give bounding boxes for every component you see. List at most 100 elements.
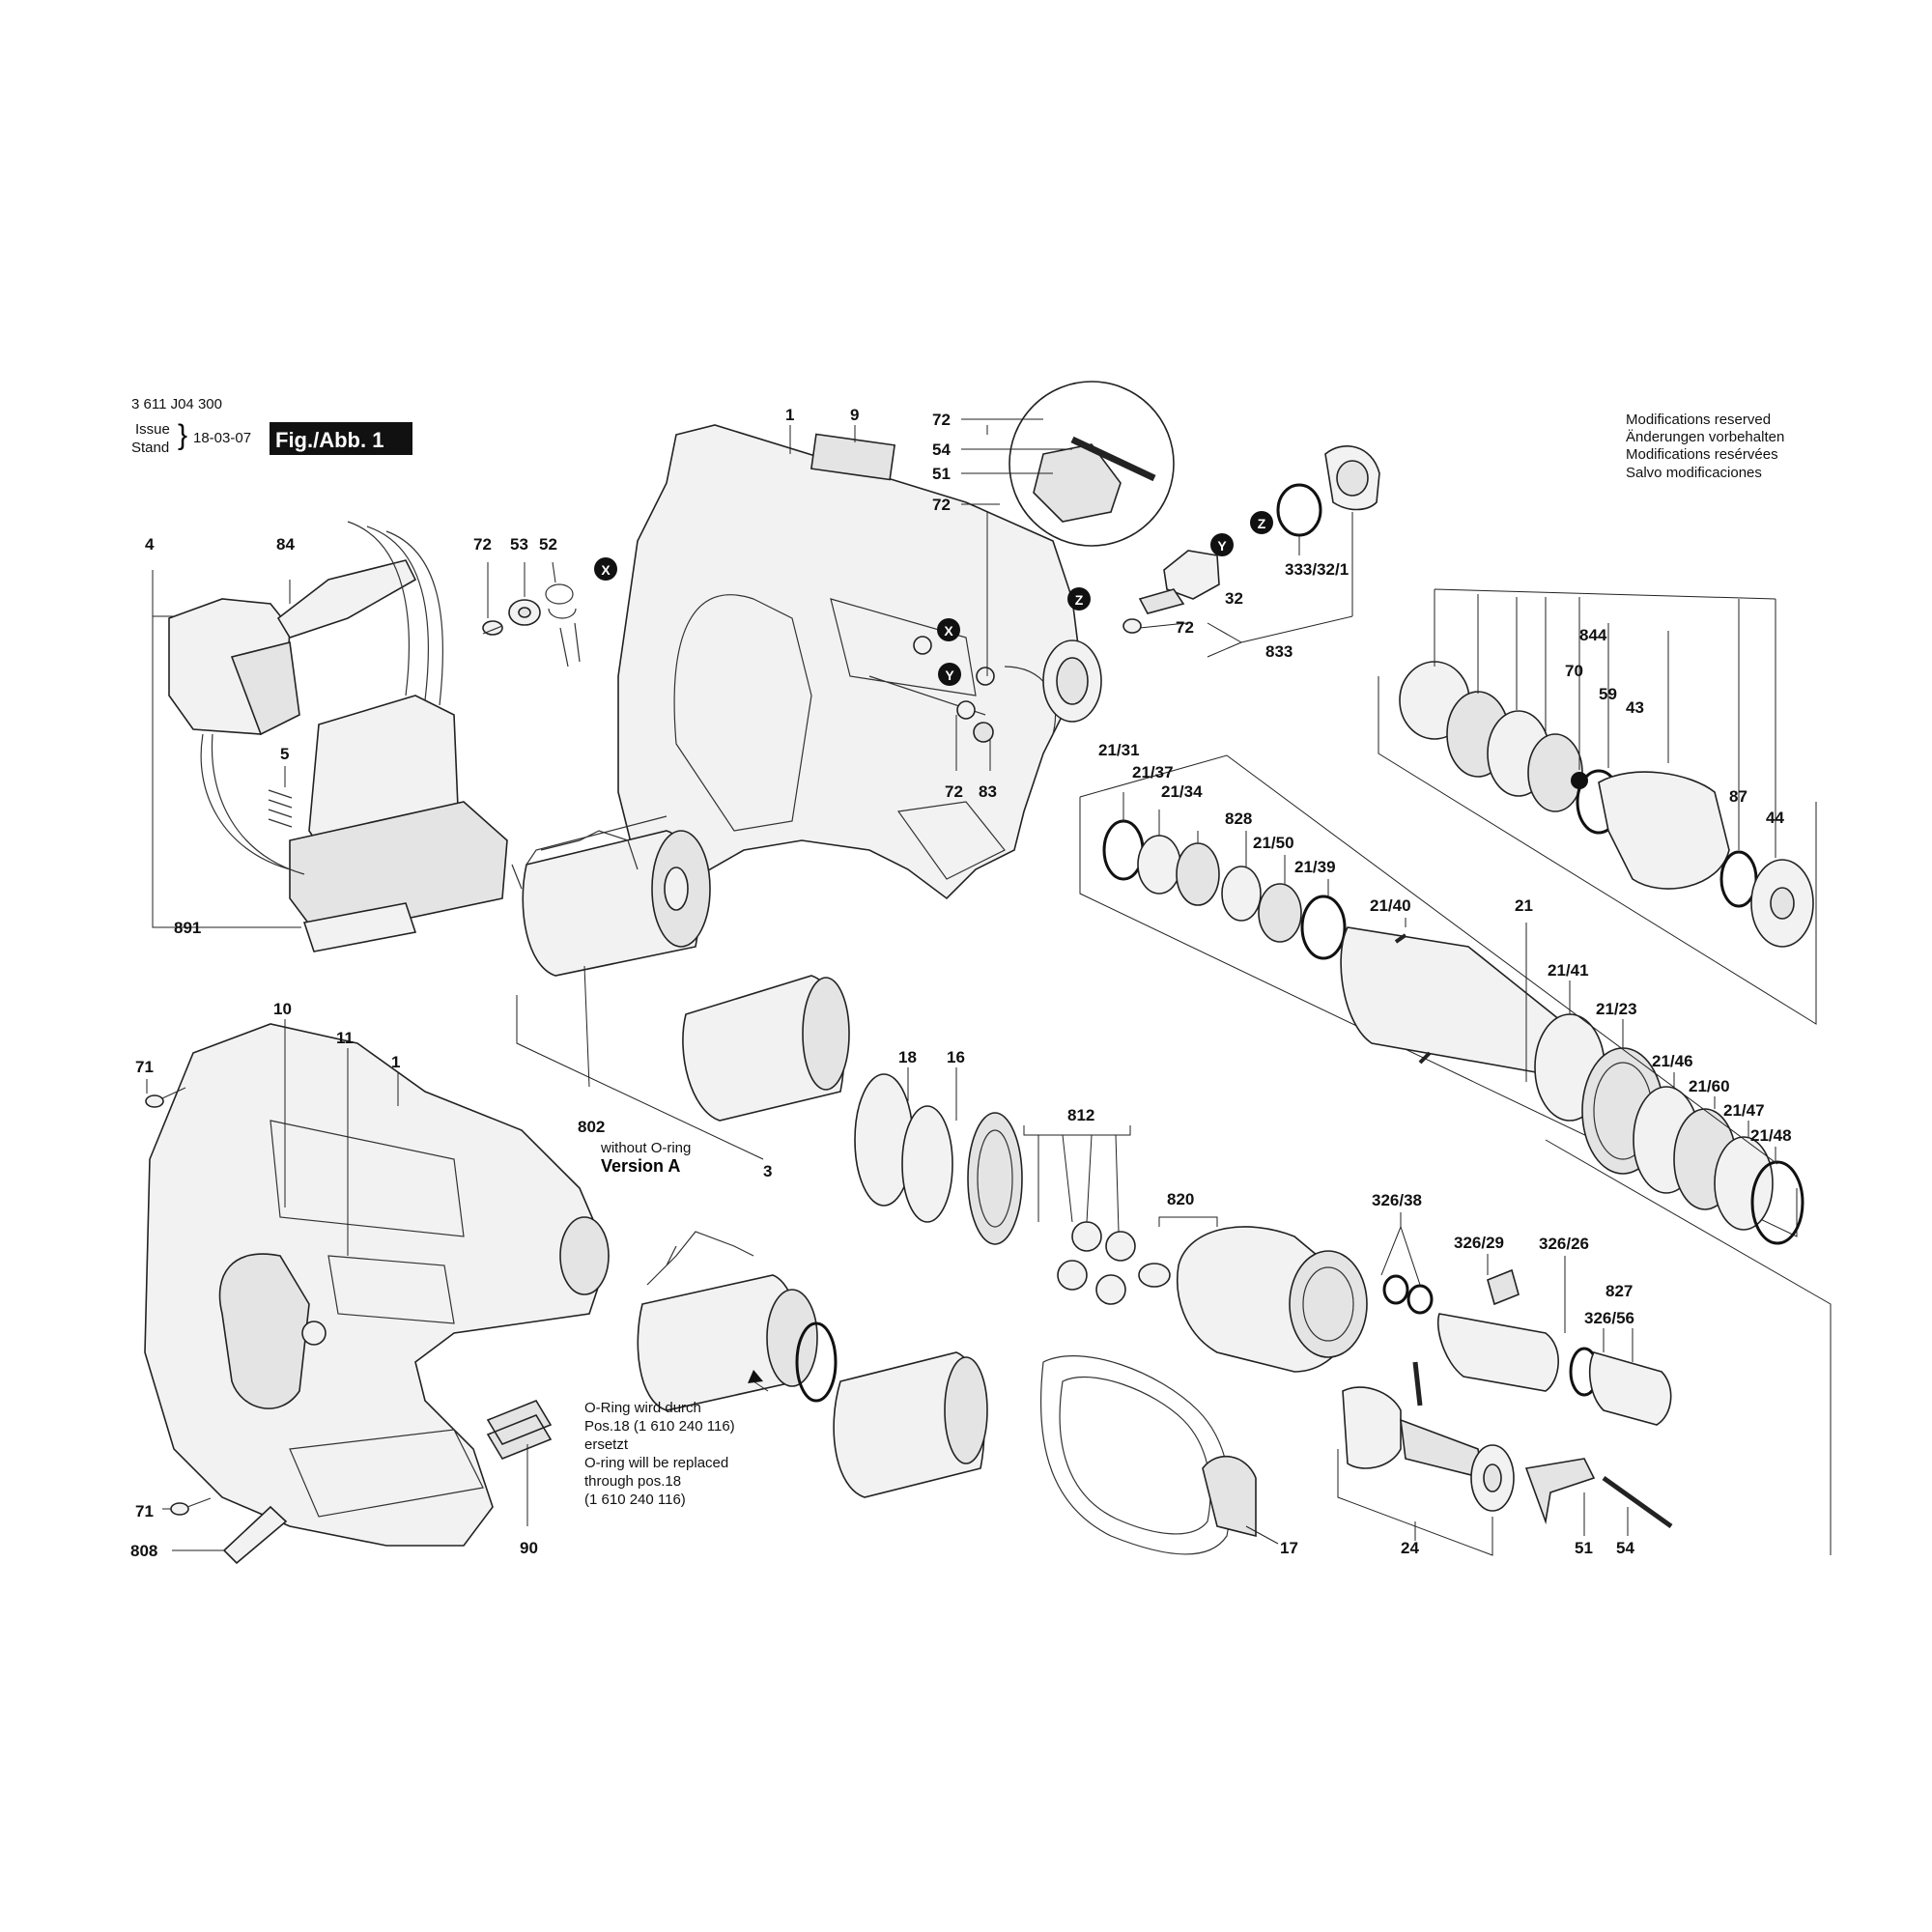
- marker-x: X: [594, 557, 617, 581]
- oring-note-line: O-ring will be replaced: [584, 1455, 728, 1471]
- part-label: 16: [947, 1048, 965, 1066]
- screw-72: [956, 700, 976, 720]
- part-label: 53: [510, 535, 528, 554]
- part-label: 3: [763, 1162, 772, 1180]
- marker-z: Z: [1250, 511, 1273, 534]
- ring-21-48: [1750, 1160, 1804, 1245]
- latch-parts: [1122, 445, 1380, 658]
- motor-leads-lower: [646, 1231, 754, 1286]
- part-label: 326/29: [1454, 1234, 1504, 1252]
- battery-slot: [289, 1429, 484, 1518]
- part-21-47: [1714, 1136, 1774, 1231]
- detail-circle: [961, 381, 1175, 547]
- bushing: [1138, 1263, 1171, 1288]
- planet-gear: [1057, 1260, 1088, 1291]
- disc-16: [901, 1105, 953, 1223]
- part-label: 844: [1579, 626, 1607, 644]
- part-label: 808: [130, 1542, 157, 1560]
- group-bracket-844: [1378, 588, 1817, 1025]
- part-label: 21/37: [1132, 763, 1174, 781]
- svg-text:Z: Z: [1075, 592, 1084, 608]
- planet-gear: [1071, 1221, 1102, 1252]
- svg-text:Z: Z: [1258, 516, 1266, 531]
- screw-72: [1122, 618, 1142, 634]
- lever-51-lower: [1524, 1458, 1596, 1525]
- modifications-note: Modifications reserved Änderungen vorbeh…: [1626, 412, 1784, 481]
- tool-screw: [301, 1321, 327, 1346]
- doc-number: 3 611 J04 300: [131, 396, 222, 412]
- tool-housing: [144, 1023, 610, 1547]
- issue-label: Issue: [135, 421, 170, 438]
- oring: [795, 1321, 838, 1403]
- piston-326-26: [1437, 1313, 1559, 1392]
- svg-text:X: X: [601, 562, 611, 578]
- part-label: 24: [1401, 1539, 1419, 1557]
- label-plate-9: [810, 433, 896, 481]
- gearbox-820: [1138, 1216, 1368, 1373]
- part-label: 21/48: [1750, 1126, 1792, 1145]
- part-label: 820: [1167, 1190, 1194, 1208]
- planet-gear: [1105, 1231, 1136, 1262]
- oring-note-line: O-Ring wird durch: [584, 1400, 701, 1416]
- planet-gear: [1095, 1274, 1126, 1305]
- part-label: 827: [1605, 1282, 1633, 1300]
- ring-21-39: [1300, 895, 1347, 960]
- screw-71: [145, 1094, 164, 1108]
- modifications-line: Modifications resérvées: [1626, 446, 1778, 463]
- part-label: 71: [135, 1502, 154, 1520]
- part-label: 51: [1575, 1539, 1593, 1557]
- header: 3 611 J04 300 Issue Stand } 18-03-07 Fig…: [131, 396, 412, 456]
- label-808: [222, 1505, 288, 1565]
- plug-83: [973, 722, 994, 743]
- part-label: 72: [932, 496, 951, 514]
- note-version-a: Version A: [601, 1156, 680, 1176]
- screw-72: [976, 667, 995, 686]
- reference-markers: X X Y Y Z Z: [594, 511, 1273, 686]
- clip-90: [486, 1400, 553, 1460]
- part-label: 21: [1515, 896, 1533, 915]
- housing-foot: [896, 801, 1006, 880]
- part-828: [1221, 866, 1262, 922]
- part-label: 70: [1565, 662, 1583, 680]
- pointer-arrow: [748, 1370, 763, 1383]
- issue-date: 18-03-07: [193, 430, 251, 446]
- modifications-line: Modifications reserved: [1626, 412, 1771, 428]
- electronics-base: [289, 801, 508, 938]
- part-label: 11: [336, 1029, 354, 1047]
- small-parts-72-53-52: [482, 561, 581, 668]
- leaders-844: [1434, 589, 1776, 858]
- part-label: 326/38: [1372, 1191, 1422, 1209]
- housing-outline: [617, 424, 1083, 900]
- oring-z: [1276, 483, 1322, 537]
- part-label: 52: [539, 535, 557, 554]
- part-label: 17: [1280, 1539, 1298, 1557]
- part-label: 21/50: [1253, 834, 1294, 852]
- part-label: 10: [273, 1000, 292, 1018]
- tool-label-area: [270, 1120, 465, 1237]
- part-label: 21/46: [1652, 1052, 1693, 1070]
- switch-cable: [200, 733, 305, 875]
- part-label: 21/31: [1098, 741, 1140, 759]
- issue-brace: }: [178, 419, 187, 451]
- part-label: 72: [1176, 618, 1194, 637]
- part-labels: 1 9 72 54 51 72 84 4 72 53 52 5 891 72 8…: [130, 406, 1792, 1560]
- screw-72: [913, 636, 932, 655]
- part-label: 59: [1599, 685, 1617, 703]
- part-label: 333/32/1: [1285, 560, 1349, 579]
- part-21-34: [1176, 842, 1220, 906]
- part-label: 828: [1225, 810, 1252, 828]
- tool-holder-21: [1079, 754, 1804, 1245]
- part-label: 84: [276, 535, 295, 554]
- switch-assembly: [152, 521, 508, 952]
- tool-label-11: [327, 1255, 455, 1324]
- part-label: 90: [520, 1539, 538, 1557]
- complete-tool: [144, 1019, 610, 1565]
- screw-71: [170, 1502, 189, 1516]
- switch-slider-84: [276, 559, 417, 639]
- oring-note-line: Pos.18 (1 610 240 116): [584, 1418, 735, 1435]
- figure-badge: [270, 422, 412, 455]
- ball-70: [1571, 772, 1588, 789]
- svg-text:Y: Y: [945, 668, 954, 683]
- part-label: 9: [850, 406, 859, 424]
- ring-326-38: [1382, 1274, 1409, 1305]
